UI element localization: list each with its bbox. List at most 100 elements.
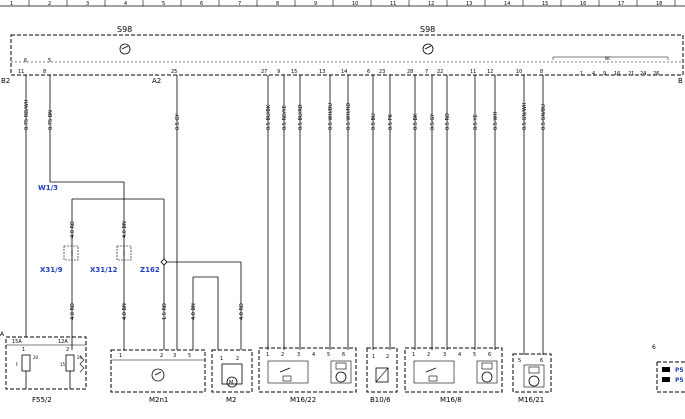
z162-label: Z162 <box>140 266 160 274</box>
f552-label: F55/2 <box>32 396 52 404</box>
component-pin: 6 <box>488 352 491 358</box>
s98-label-left: S98 <box>117 25 132 34</box>
a2-pin: 22 <box>437 69 443 75</box>
ruler-num: 15 <box>542 1 548 7</box>
a2-pin: 9 <box>277 69 280 75</box>
a2-pin: 10 <box>516 69 522 75</box>
fuse-pin-f: F <box>16 362 19 367</box>
m2n1-switch-symbol <box>151 368 165 382</box>
wire-label: 0.5 RD/YE <box>282 105 288 130</box>
ruler-num: 7 <box>238 1 241 7</box>
a2-pin: 27 <box>261 69 267 75</box>
pin-b2-top-6: 6 <box>24 58 27 64</box>
right-edge-num: 6 <box>652 344 656 351</box>
component-pin: 1 <box>412 352 415 358</box>
ruler-num: 3 <box>86 1 89 7</box>
fuse-pin-2: 2 <box>66 347 69 353</box>
a2-pin: 12 <box>487 69 493 75</box>
fuse-pin-1: 1 <box>22 347 25 353</box>
a2-pin: 8 <box>540 69 543 75</box>
m2-pin-2: 2 <box>236 356 239 362</box>
m1622-motor-icon <box>335 371 347 383</box>
ruler-num: 4 <box>124 1 127 7</box>
mid-wire-5: 4.0 BN <box>191 303 197 320</box>
m2n1-label: M2n1 <box>149 396 168 404</box>
mid-wire-0: 4.0 RD <box>70 221 76 238</box>
wire-label: 0.75 RD/WH <box>24 99 30 130</box>
right-edge-p1: P5 <box>675 367 684 374</box>
bracket-num: 16 <box>614 71 620 77</box>
bracket-num: 1 <box>580 71 583 77</box>
a2-pin: 13 <box>319 69 325 75</box>
x3112-label: X31/12 <box>90 266 118 274</box>
ruler-num: 1 <box>10 1 13 7</box>
right-edge-p2: P5 <box>675 377 684 384</box>
ruler-num: 9 <box>314 1 317 7</box>
fuse-corner: A <box>0 331 5 338</box>
harness-mid: W1/3 X31/9 X31/12 Z162 4.0 RD 4.0 BN 4.0… <box>38 160 245 350</box>
svg-text:M: M <box>229 380 233 386</box>
ruler-num: 8 <box>276 1 279 7</box>
s98-label-right: S98 <box>420 25 435 34</box>
m168-label: M16/8 <box>440 396 462 404</box>
component-pin: 3 <box>297 352 300 358</box>
ruler-num: 10 <box>352 1 358 7</box>
connector-b-right: B <box>678 77 683 85</box>
fuse-pin-20b: 20 <box>77 355 83 360</box>
component-pin: 4 <box>458 352 461 358</box>
ruler-num: 17 <box>618 1 624 7</box>
b106-pin-1: 1 <box>372 354 375 360</box>
wire-label: 0.5 BU <box>371 113 377 130</box>
component-pin: 4 <box>312 352 315 358</box>
mid-wire-3: 4.0 BN <box>122 303 128 320</box>
m1621-pin-6: 6 <box>540 358 543 364</box>
ruler-num: 6 <box>200 1 203 7</box>
m2-motor-icon <box>226 376 238 388</box>
ruler-num: 2 <box>48 1 51 7</box>
bracket-num: 24 <box>640 71 646 77</box>
ruler-num: 14 <box>504 1 510 7</box>
ruler-num: 12 <box>428 1 434 7</box>
wire-label: 0.5 YE <box>473 114 479 130</box>
mid-wire-2: 4.0 RD <box>70 303 76 320</box>
b106-sensor-icon <box>375 367 389 383</box>
a2-pin: 23 <box>379 69 385 75</box>
b106-label: B10/6 <box>370 396 391 404</box>
component-pin: 2 <box>427 352 430 358</box>
z162-splice <box>160 258 168 266</box>
component-pin: 5 <box>327 352 330 358</box>
m1621-motor-icon <box>528 375 540 387</box>
fuse-rating-left: 15A <box>12 339 22 345</box>
fuse-rating-right: 12A <box>58 339 68 345</box>
w13-label: W1/3 <box>38 184 58 192</box>
m2n1-pin-1: 1 <box>119 353 122 359</box>
right-edge-partial: 6 P5 P5 <box>652 344 685 393</box>
wire-label: 0.5 PK <box>388 113 394 130</box>
wire-label: 0.5 GY <box>430 113 436 130</box>
bracket-num: 26 <box>653 71 659 77</box>
x3112-connector <box>116 245 132 261</box>
pin-b2-11: 11 <box>18 69 24 75</box>
m1621-pin-5: 5 <box>518 358 521 364</box>
mid-wire-1: 4.0 BN <box>122 221 128 238</box>
x319-connector <box>63 245 79 261</box>
a2-pin: 11 <box>470 69 476 75</box>
s98-symbol-left <box>119 43 131 55</box>
pin-b2-8: 8 <box>43 69 46 75</box>
wire-label: 0.5 BU/RD <box>298 104 304 130</box>
fuse-element-right <box>65 354 75 372</box>
component-pin: 3 <box>443 352 446 358</box>
m2n1-component: 1 2 3 5 M2n1 <box>110 349 206 404</box>
ruler-num: 16 <box>580 1 586 7</box>
a2-pin: 28 <box>407 69 413 75</box>
a2-pin: 7 <box>425 69 428 75</box>
bracket-num: 21 <box>628 71 634 77</box>
fuse-pin-20a: 20 <box>33 355 39 360</box>
wire-label: 0.5 WH/RD <box>346 103 352 130</box>
